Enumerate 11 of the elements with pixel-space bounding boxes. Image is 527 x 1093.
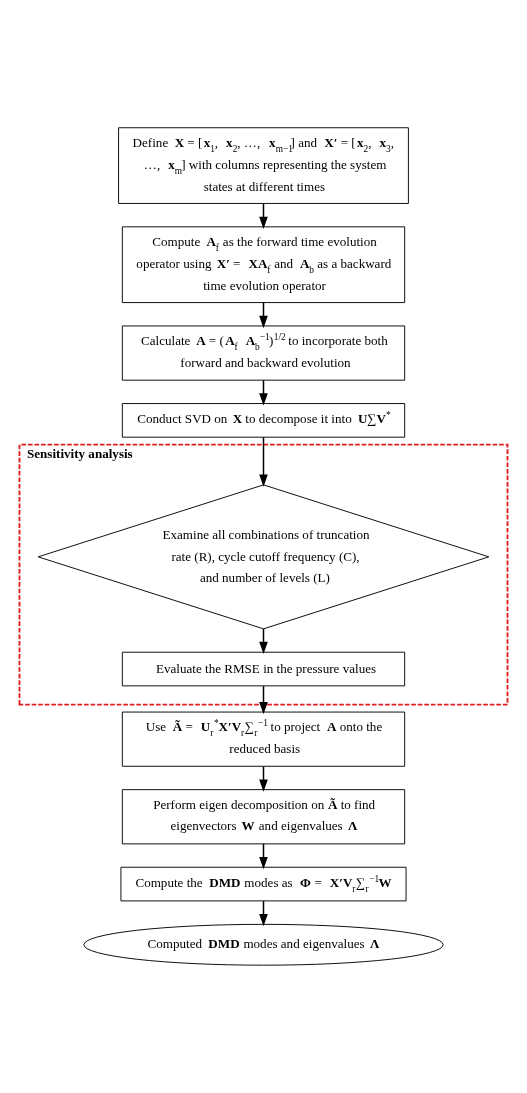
node-ellipse: Computed DMD modes and eigenvalues Λ — [83, 923, 444, 966]
node-box: Conduct SVD on X to decompose it into U∑V$^{*}$ — [121, 403, 406, 438]
node-box: Use Ã = U$_{r}$$^{*}$X′V$_{r}$∑$_{r}$$^{−1}$ to project A onto the reduced basis — [121, 711, 406, 767]
node-box: Define X = [x$_{1}$, x$_{2}$, …, x$_{m−1}$] and X′ = [x$_{2}$, x$_{3}$, …, x$_{m}$] with columns representing the system states at different times — [118, 127, 409, 204]
node-box: Perform eigen decomposition on Ã to find eigenvectors W and eigenvalues Λ — [121, 789, 406, 845]
node-box: Evaluate the RMSE in the pressure values — [121, 651, 406, 687]
node-box: Calculate A = (A$_{f}$ A$_{b}$$^{−1}$)$^{1/2}$ to incorporate both forward and backward evolution — [121, 325, 406, 381]
node-diamond: Examine all combinations of truncation rate (R), cycle cutoff frequency (C), and number of levels (L) — [37, 484, 490, 630]
node-box: Compute A$_{f}$ as the forward time evolution operator using X′ = XA$_{f}$ and A$_{b}$ as a backward time evolution operator — [121, 226, 406, 304]
node-box: Compute the DMD modes as Φ = X′V$_{r}$∑$_{r}$$^{−1}$W — [120, 866, 407, 902]
arrow — [259, 436, 268, 487]
